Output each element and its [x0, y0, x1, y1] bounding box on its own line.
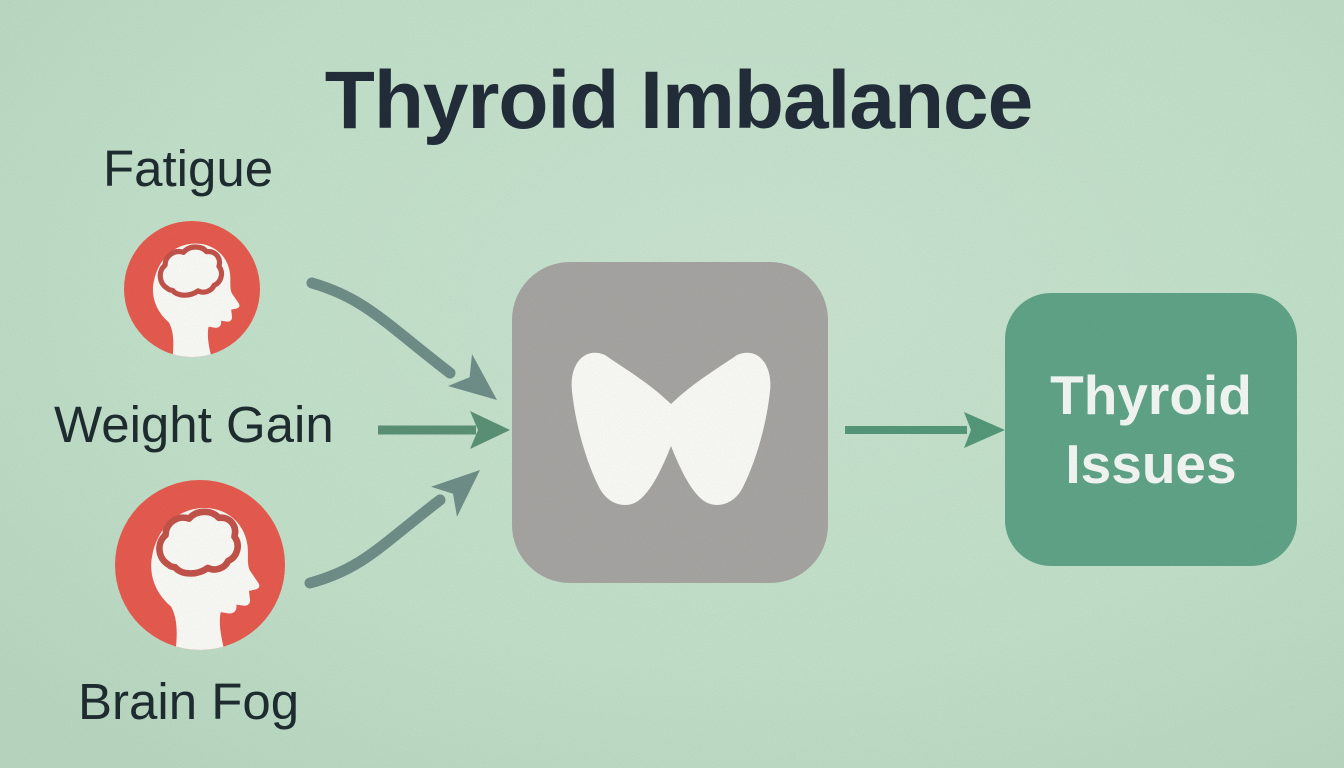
- arrow-fatigue-to-thyroid-icon: [306, 277, 497, 400]
- thyroid-issues-label: Thyroid Issues: [1050, 363, 1252, 495]
- thyroid-gland-icon: [571, 352, 771, 505]
- thyroid-issues-card: Thyroid Issues: [1005, 293, 1297, 566]
- fatigue-icon-circle: [124, 221, 260, 357]
- symptom-label-fatigue: Fatigue: [103, 140, 274, 197]
- arrow-weight-gain-to-thyroid-icon: [378, 411, 510, 449]
- arrow-brain-fog-to-thyroid-icon: [304, 470, 480, 589]
- head-brain-icon: [153, 243, 240, 357]
- symptom-label-brain-fog: Brain Fog: [78, 673, 300, 730]
- thyroid-gland-card: [512, 262, 828, 583]
- thyroid-gland-shape: [571, 352, 771, 505]
- symptom-label-weight-gain: Weight Gain: [54, 396, 334, 453]
- page-title: Thyroid Imbalance: [324, 55, 1034, 146]
- head-brain-icon: [151, 508, 260, 650]
- brain-fog-icon-circle: [115, 480, 285, 650]
- arrow-thyroid-to-issues-icon: [845, 412, 1005, 448]
